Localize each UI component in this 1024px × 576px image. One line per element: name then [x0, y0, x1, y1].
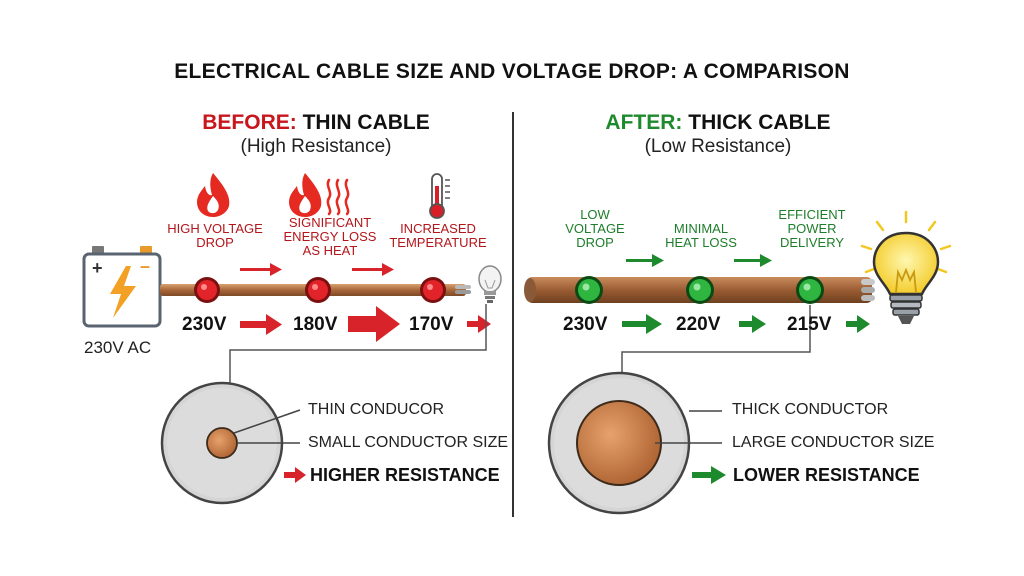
before-voltage-1: 230V: [182, 314, 227, 335]
small-conductor-size-label: SMALL CONDUCTOR SIZE: [308, 434, 509, 451]
thick-cross-section: [547, 371, 722, 515]
before-nodes: [194, 277, 446, 303]
arrow-right-icon: [240, 263, 394, 276]
source-label: 230V AC: [84, 338, 152, 357]
before-voltage-2: 180V: [293, 314, 338, 335]
flame-icon: [289, 173, 322, 217]
heat-waves-icon: [326, 178, 350, 216]
lightning-icon: [110, 266, 136, 318]
thin-conductor-label: THIN CONDUCOR: [308, 401, 444, 418]
before-heading-prefix: BEFORE:: [202, 111, 297, 134]
after-note-2: MINIMAL HEAT LOSS: [665, 221, 737, 250]
svg-text:–: –: [140, 256, 150, 276]
thermometer-icon: [429, 173, 450, 219]
arrow-right-icon: [622, 314, 870, 334]
arrow-right-icon: [240, 306, 491, 342]
after-heading-prefix: AFTER:: [605, 111, 683, 134]
thick-conductor-label: THICK CONDUCTOR: [732, 401, 889, 418]
light-bulb-icon: [478, 265, 502, 303]
before-note-3: INCREASED TEMPERATURE: [389, 221, 487, 250]
after-voltage-3: 215V: [787, 314, 832, 335]
after-heading: AFTER: THICK CABLE: [558, 111, 878, 135]
before-note-1: HIGH VOLTAGE DROP: [167, 221, 263, 250]
lower-resistance-label: LOWER RESISTANCE: [733, 465, 920, 485]
after-voltage-1: 230V: [563, 314, 608, 335]
flame-icon: [197, 173, 230, 217]
before-heading: BEFORE: THIN CABLE: [156, 111, 476, 135]
thin-cross-section: [160, 381, 301, 505]
before-note-2: SIGNIFICANT ENERGY LOSS AS HEAT: [283, 215, 377, 258]
after-nodes: [575, 276, 824, 304]
higher-resistance-label: HIGHER RESISTANCE: [310, 465, 500, 485]
large-conductor-size-label: LARGE CONDUCTOR SIZE: [732, 434, 935, 451]
arrow-right-icon: [692, 466, 726, 484]
after-voltage-2: 220V: [676, 314, 721, 335]
page-title: ELECTRICAL CABLE SIZE AND VOLTAGE DROP: …: [174, 60, 850, 83]
light-bulb-icon: [860, 210, 952, 324]
before-voltage-3: 170V: [409, 314, 454, 335]
section-divider: [512, 112, 514, 517]
arrow-right-icon: [626, 254, 772, 267]
arrow-right-icon: [284, 467, 306, 483]
before-heading-rest: THIN CABLE: [296, 111, 430, 134]
after-note-3: EFFICIENT POWER DELIVERY: [778, 207, 846, 250]
after-subheading: (Low Resistance): [644, 136, 792, 157]
after-heading-rest: THICK CABLE: [682, 111, 831, 134]
svg-text:+: +: [92, 258, 103, 278]
before-subheading: (High Resistance): [240, 136, 392, 157]
battery-icon: + –: [82, 246, 162, 328]
after-note-1: LOW VOLTAGE DROP: [565, 207, 625, 250]
